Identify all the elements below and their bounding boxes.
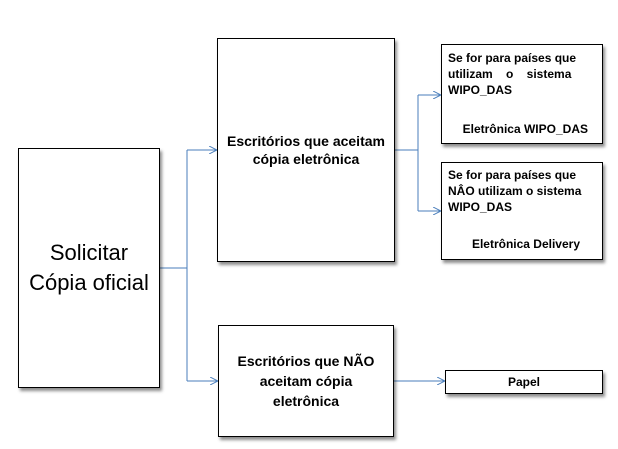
- non-wipo-das-countries-box: Se for para países que NÂO utilizam o si…: [441, 162, 603, 260]
- paper-box: Papel: [445, 370, 603, 394]
- no-wipo-footer: Eletrônica Delivery: [472, 236, 580, 252]
- wipo-line-3: WIPO_DAS: [448, 82, 596, 98]
- offices-accept-electronic-box: Escritórios que aceitam cópia eletrônica: [217, 38, 395, 262]
- no-wipo-line-2: NÂO utilizam o sistema: [448, 183, 596, 199]
- root-line-2: Cópia oficial: [29, 268, 149, 298]
- wipo-das-countries-box: Se for para países que utilizam o sistem…: [441, 44, 603, 144]
- accept-line-1: Escritórios que aceitam: [227, 132, 385, 150]
- wipo-line-2-row: utilizam o sistema: [448, 66, 596, 82]
- paper-label: Papel: [508, 375, 540, 389]
- wipo-footer: Eletrônica WIPO_DAS: [463, 121, 588, 137]
- no-wipo-line-1: Se for para países que: [448, 167, 596, 183]
- request-official-copy-box: Solicitar Cópia oficial: [18, 148, 160, 388]
- wipo-line-2: utilizam o sistema: [448, 66, 571, 82]
- accept-line-2: cópia eletrônica: [253, 150, 360, 168]
- no-accept-line-2: aceitam cópia: [260, 371, 353, 391]
- root-line-1: Solicitar: [50, 238, 128, 268]
- no-accept-line-3: eletrônica: [273, 391, 339, 411]
- offices-not-accept-electronic-box: Escritórios que NÃO aceitam cópia eletrô…: [218, 325, 394, 437]
- no-wipo-line-3: WIPO_DAS: [448, 199, 596, 215]
- no-accept-line-1: Escritórios que NÃO: [238, 351, 375, 371]
- wipo-line-1: Se for para países que: [448, 50, 596, 66]
